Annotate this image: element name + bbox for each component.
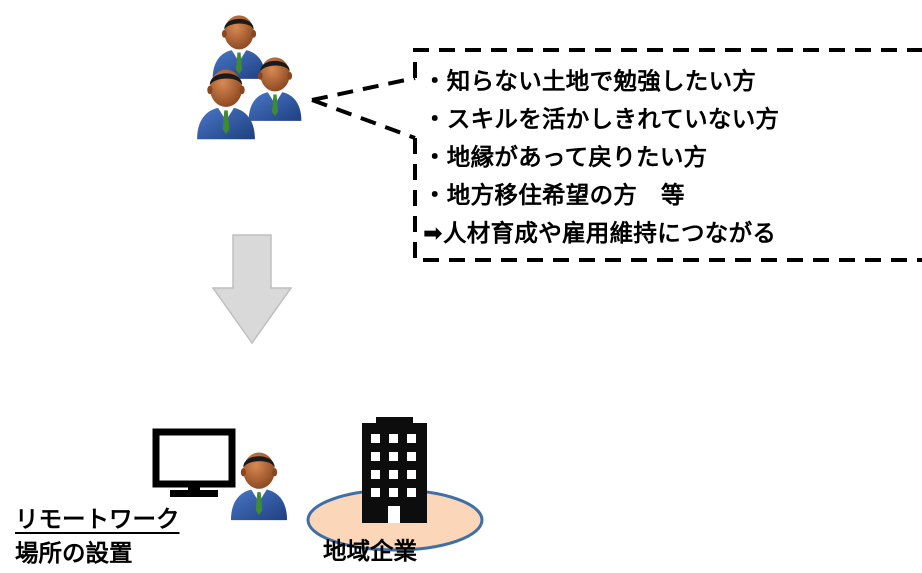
company-label: 地域企業 xyxy=(323,537,417,565)
callout-item: ・地縁があって戻りたい方 xyxy=(423,143,708,171)
callout-item: ・知らない土地で勉強したい方 xyxy=(423,67,757,95)
businessman-icon xyxy=(230,452,288,521)
office-building-icon xyxy=(362,417,427,523)
monitor-icon xyxy=(152,428,236,497)
callout-box xyxy=(311,48,922,262)
callout-item: ・スキルを活かしきれていない方 xyxy=(423,105,780,133)
remote-work-label: リモートワーク xyxy=(15,505,180,533)
callout-item: ・地方移住希望の方 等 xyxy=(423,181,685,209)
people-group-icon xyxy=(197,15,302,140)
down-arrow-icon xyxy=(211,234,293,345)
remote-work-sublabel: 場所の設置 xyxy=(15,539,133,567)
callout-list: ・知らない土地で勉強したい方 ・スキルを活かしきれていない方 ・地縁があって戻り… xyxy=(423,62,779,252)
callout-item: ➡人材育成や雇用維持につながる xyxy=(423,219,777,247)
